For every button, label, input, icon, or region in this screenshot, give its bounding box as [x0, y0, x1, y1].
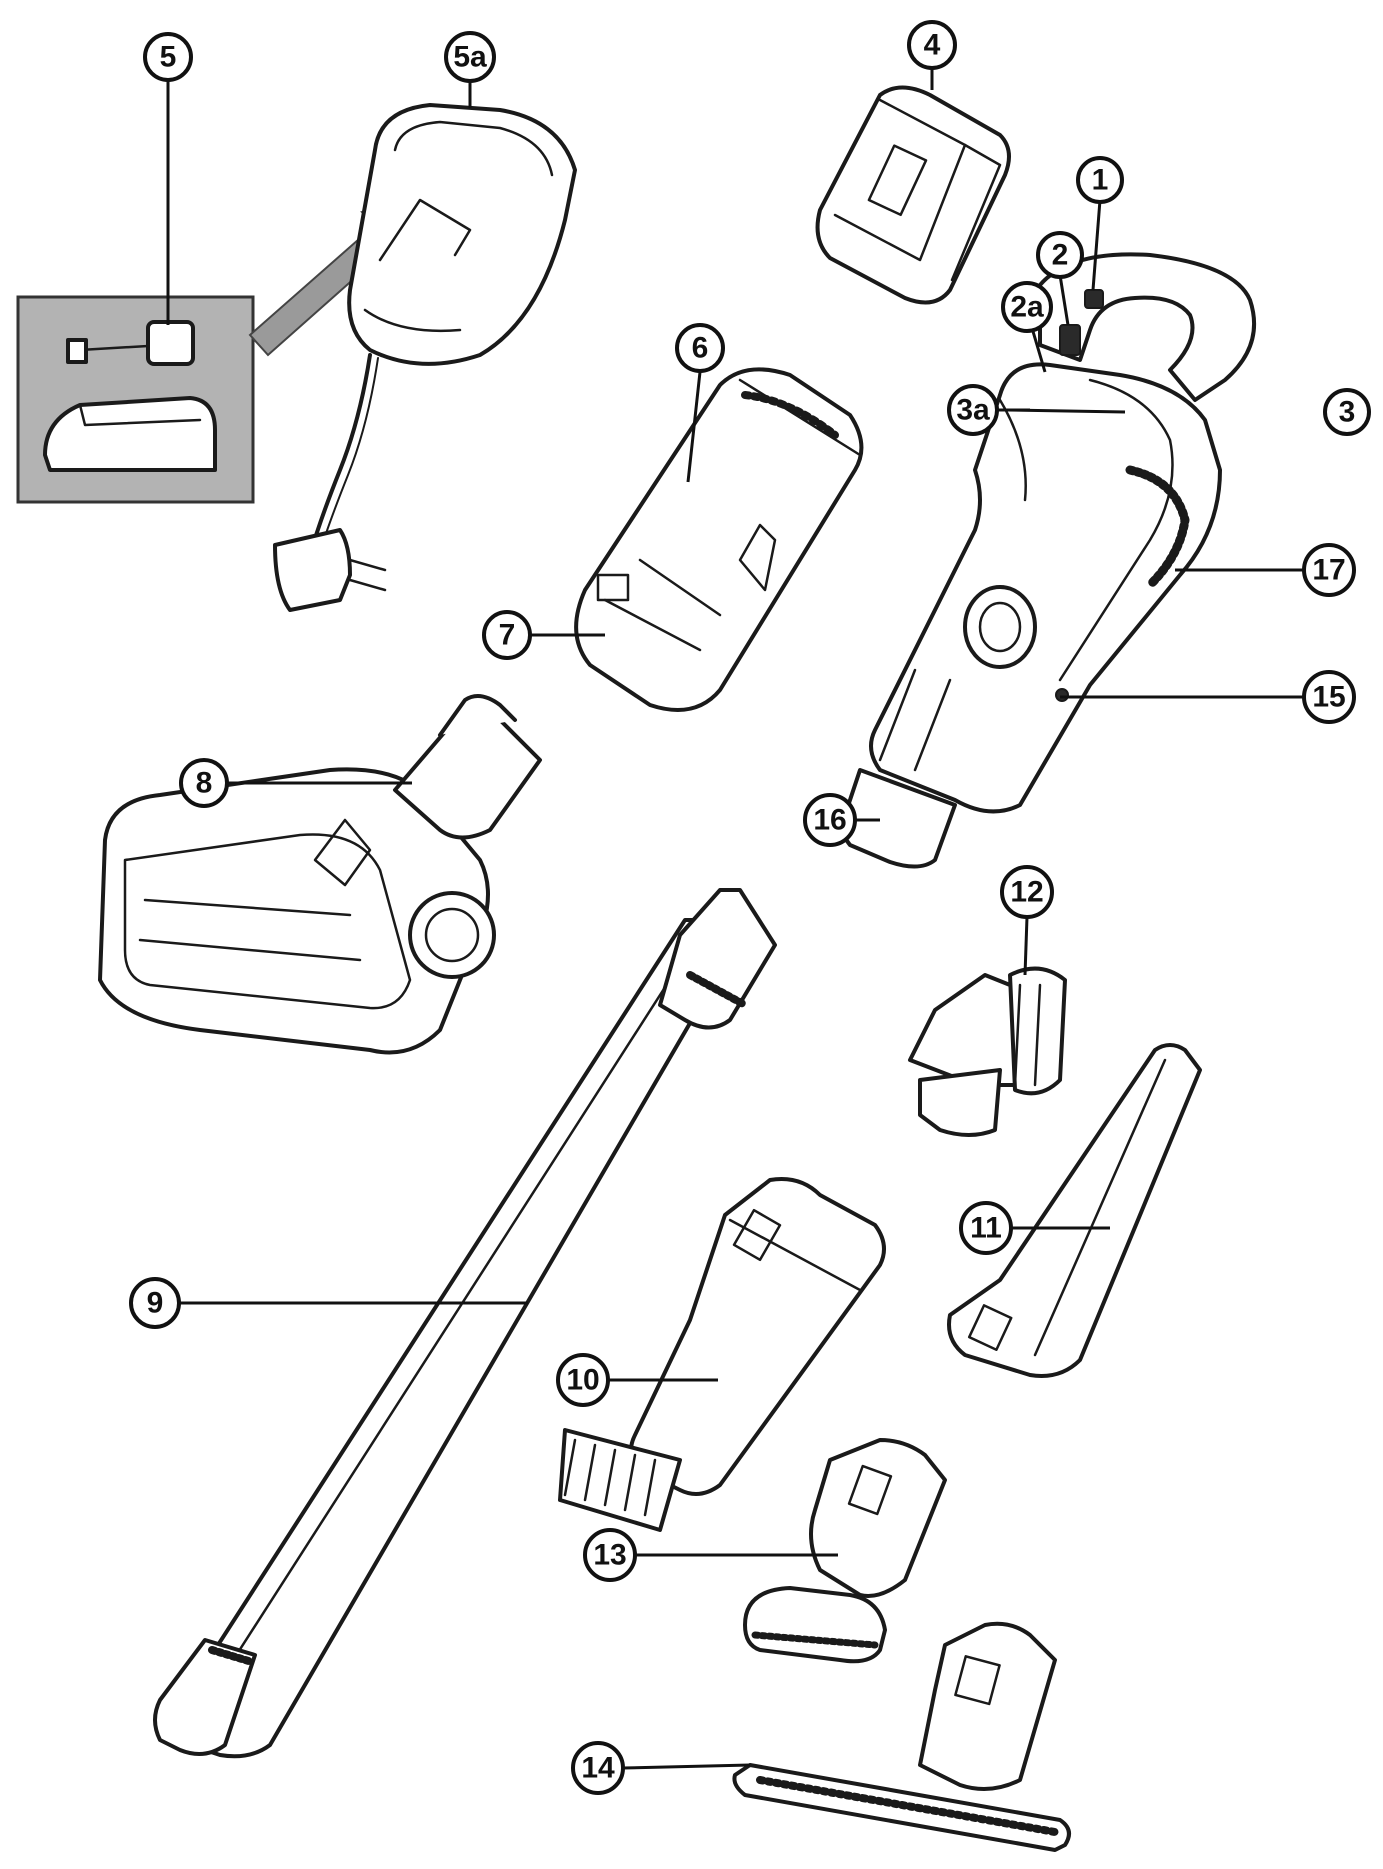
callout-13: 13 [583, 1528, 637, 1582]
callout-13-label: 13 [593, 1539, 626, 1572]
wide-nozzle [732, 1621, 1071, 1852]
callout-17-label: 17 [1312, 554, 1345, 587]
callout-10-label: 10 [566, 1364, 599, 1397]
callout-17: 17 [1302, 543, 1356, 597]
callout-15: 15 [1302, 670, 1356, 724]
callout-14-label: 14 [581, 1752, 615, 1785]
dust-bin [574, 367, 864, 712]
callout-2a: 2a [1001, 281, 1053, 333]
brush-tool [558, 1177, 886, 1532]
callout-9-label: 9 [147, 1287, 164, 1320]
upholstery-tool [743, 1438, 947, 1664]
callout-14: 14 [571, 1741, 625, 1795]
callout-5-label: 5 [160, 41, 177, 74]
callout-5a-label: 5a [453, 41, 487, 74]
callout-8: 8 [179, 758, 229, 808]
callout-9: 9 [129, 1277, 181, 1329]
callout-2-label: 2 [1052, 239, 1069, 272]
callout-6: 6 [675, 323, 725, 373]
handheld-unit [840, 252, 1257, 869]
callout-3-label: 3 [1339, 396, 1356, 429]
callout-6-label: 6 [692, 332, 709, 365]
callout-11: 11 [959, 1201, 1013, 1255]
callout-8-label: 8 [196, 767, 213, 800]
callout-10: 10 [556, 1353, 610, 1407]
charger-inset [16, 295, 255, 504]
callout-3: 3 [1323, 388, 1371, 436]
callout-4: 4 [907, 20, 957, 70]
floor-head [98, 694, 542, 1055]
callout-16: 16 [803, 793, 857, 847]
callout-5: 5 [143, 32, 193, 82]
callout-12-label: 12 [1010, 876, 1043, 909]
battery [815, 85, 1011, 305]
callout-3a-label: 3a [956, 394, 990, 427]
callout-16-label: 16 [813, 804, 846, 837]
callout-2: 2 [1036, 231, 1084, 279]
callout-4-label: 4 [924, 29, 941, 62]
extension-tube [153, 888, 777, 1759]
callout-11-label: 11 [970, 1212, 1002, 1245]
callout-7-label: 7 [499, 619, 516, 652]
crevice-tool [947, 1043, 1202, 1378]
charger-base [273, 103, 577, 612]
leader-lines [166, 68, 1303, 1770]
callout-7: 7 [482, 610, 532, 660]
callout-1: 1 [1076, 156, 1124, 204]
callout-15-label: 15 [1312, 681, 1345, 714]
callout-1-label: 1 [1092, 164, 1109, 197]
callout-3a: 3a [947, 384, 999, 436]
callout-12: 12 [1000, 865, 1054, 919]
callout-5a: 5a [444, 31, 496, 83]
callout-2a-label: 2a [1010, 291, 1044, 324]
small-brush-tool [908, 966, 1067, 1137]
